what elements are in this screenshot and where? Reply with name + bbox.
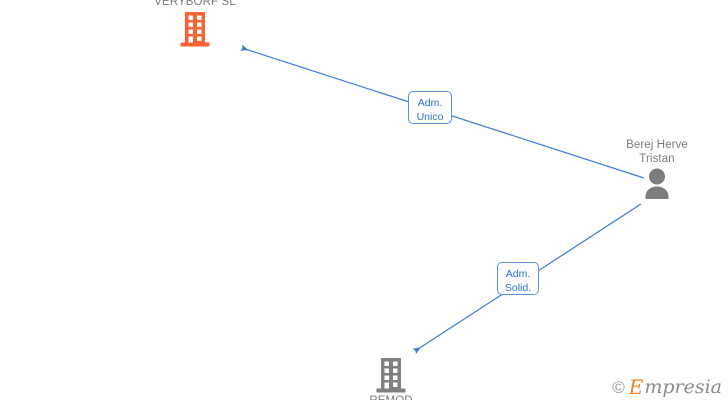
node-company-remod[interactable]: REMOD: [331, 356, 451, 400]
building-icon[interactable]: [375, 357, 407, 395]
empresia-watermark: © E mpresia: [612, 377, 722, 397]
node-label-veryborf-sl: VERYBORF SL: [154, 0, 236, 8]
node-label-remod: REMOD: [331, 395, 451, 400]
node-label-berej-herve-tristan: Berej Herve Tristan: [626, 139, 688, 165]
brand-initial: E: [628, 375, 644, 399]
node-company-veryborf-sl[interactable]: VERYBORF SL: [135, 0, 255, 49]
person-icon[interactable]: [640, 167, 674, 199]
copyright-icon: ©: [612, 377, 625, 397]
building-icon[interactable]: [179, 11, 211, 49]
edge-label-adm-unico[interactable]: Adm. Unico: [408, 91, 452, 124]
brand-name: mpresia: [644, 375, 722, 398]
node-person-berej-herve-tristan[interactable]: Berej Herve Tristan: [597, 139, 717, 199]
edge-label-adm-solid[interactable]: Adm. Solid.: [497, 262, 539, 295]
